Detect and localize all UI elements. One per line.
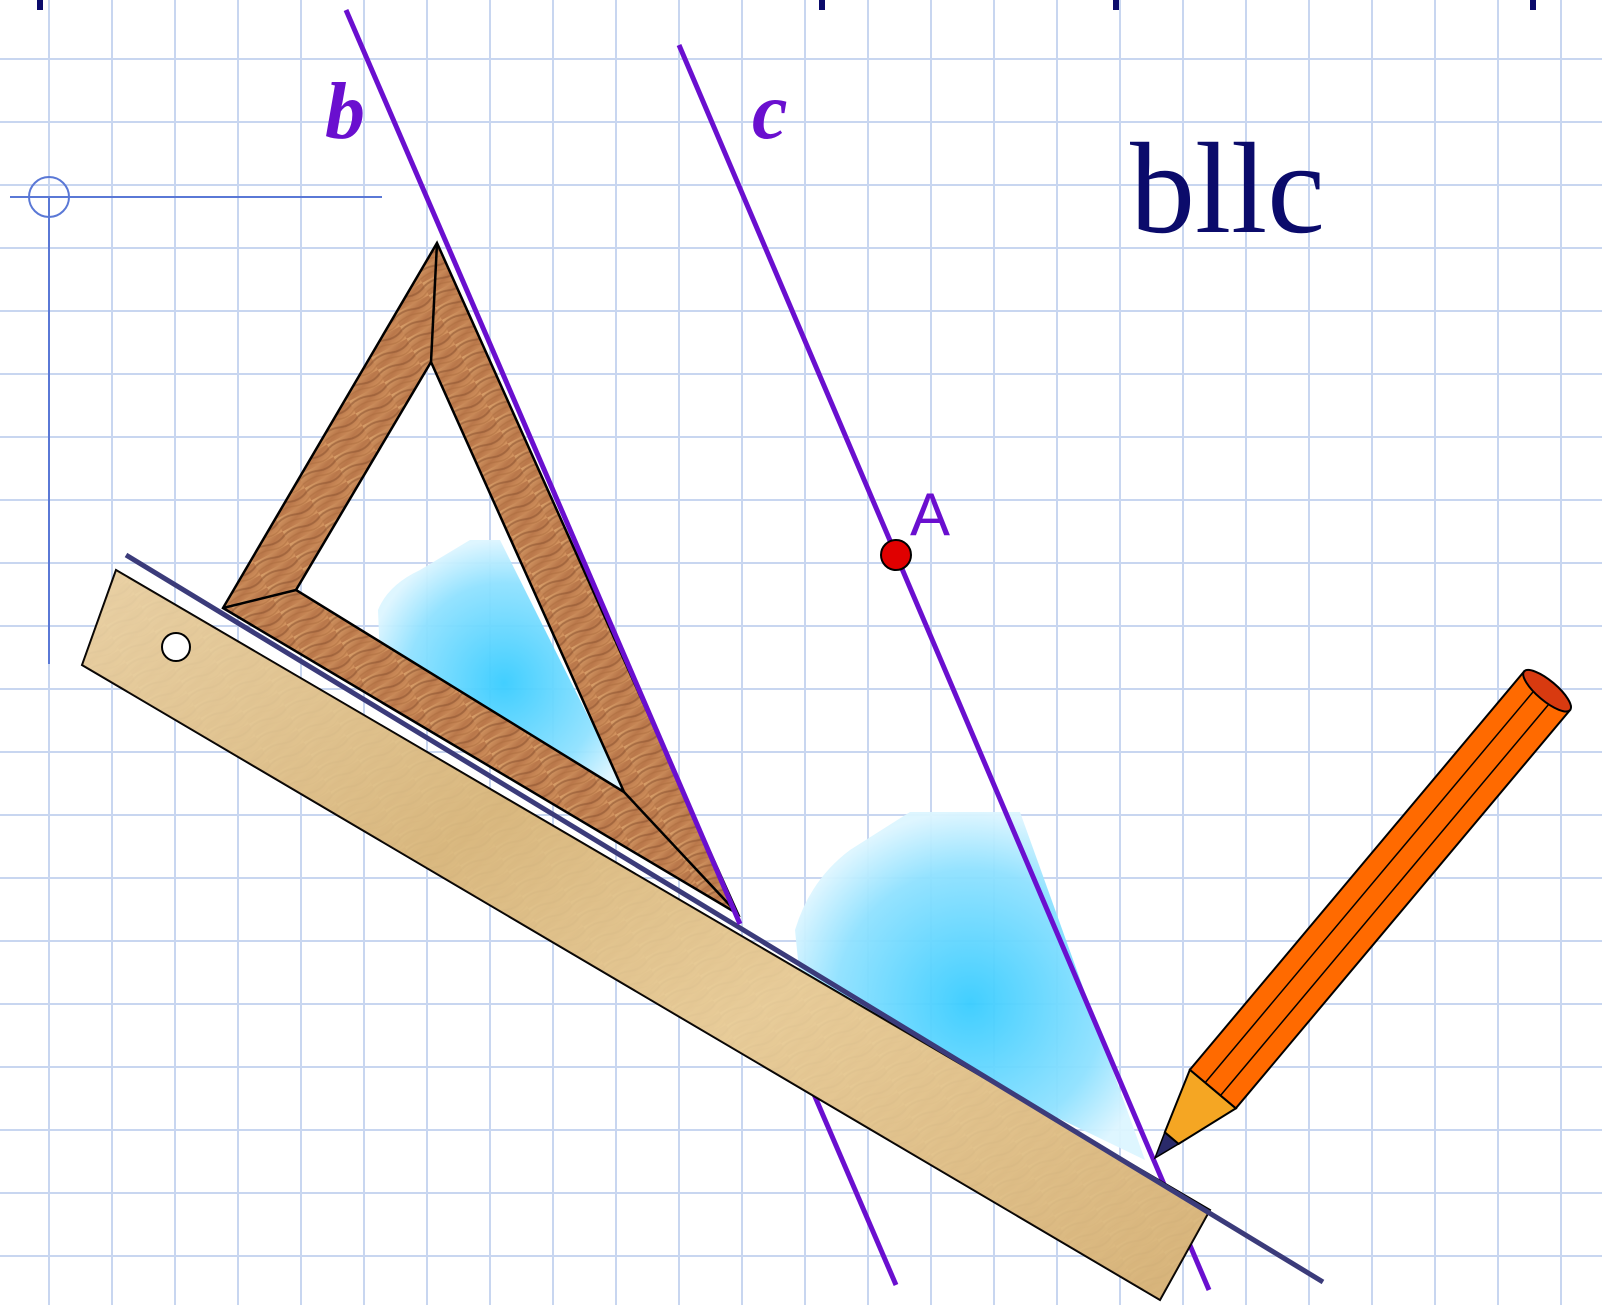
- line-c: [676, 44, 1212, 1291]
- line-b-lower-segment: [807, 1084, 899, 1286]
- ruler[interactable]: [80, 568, 1212, 1302]
- set-square-bevels: [222, 242, 739, 915]
- margin-marks: [10, 176, 382, 664]
- margin-circle-mark: [28, 176, 70, 218]
- highlight-region-upper: [378, 540, 630, 800]
- parallel-relation-text: bllc: [1130, 117, 1325, 261]
- ruler-texture: [82, 570, 1210, 1300]
- point-a: [880, 539, 912, 571]
- pencil-body: [1188, 670, 1572, 1110]
- set-square[interactable]: [221, 240, 741, 918]
- highlight-region-lower: [795, 812, 1145, 1160]
- pencil[interactable]: [1132, 664, 1576, 1178]
- line-b-label: b: [325, 68, 365, 156]
- ruler-hole: [161, 632, 191, 662]
- line-c-label: c: [752, 68, 788, 156]
- pencil-end: [1522, 668, 1572, 713]
- point-a-label: A: [910, 481, 950, 548]
- top-edge-marks: [37, 0, 1536, 10]
- ruler-edge-line: [124, 552, 1325, 1285]
- line-b: [343, 9, 743, 925]
